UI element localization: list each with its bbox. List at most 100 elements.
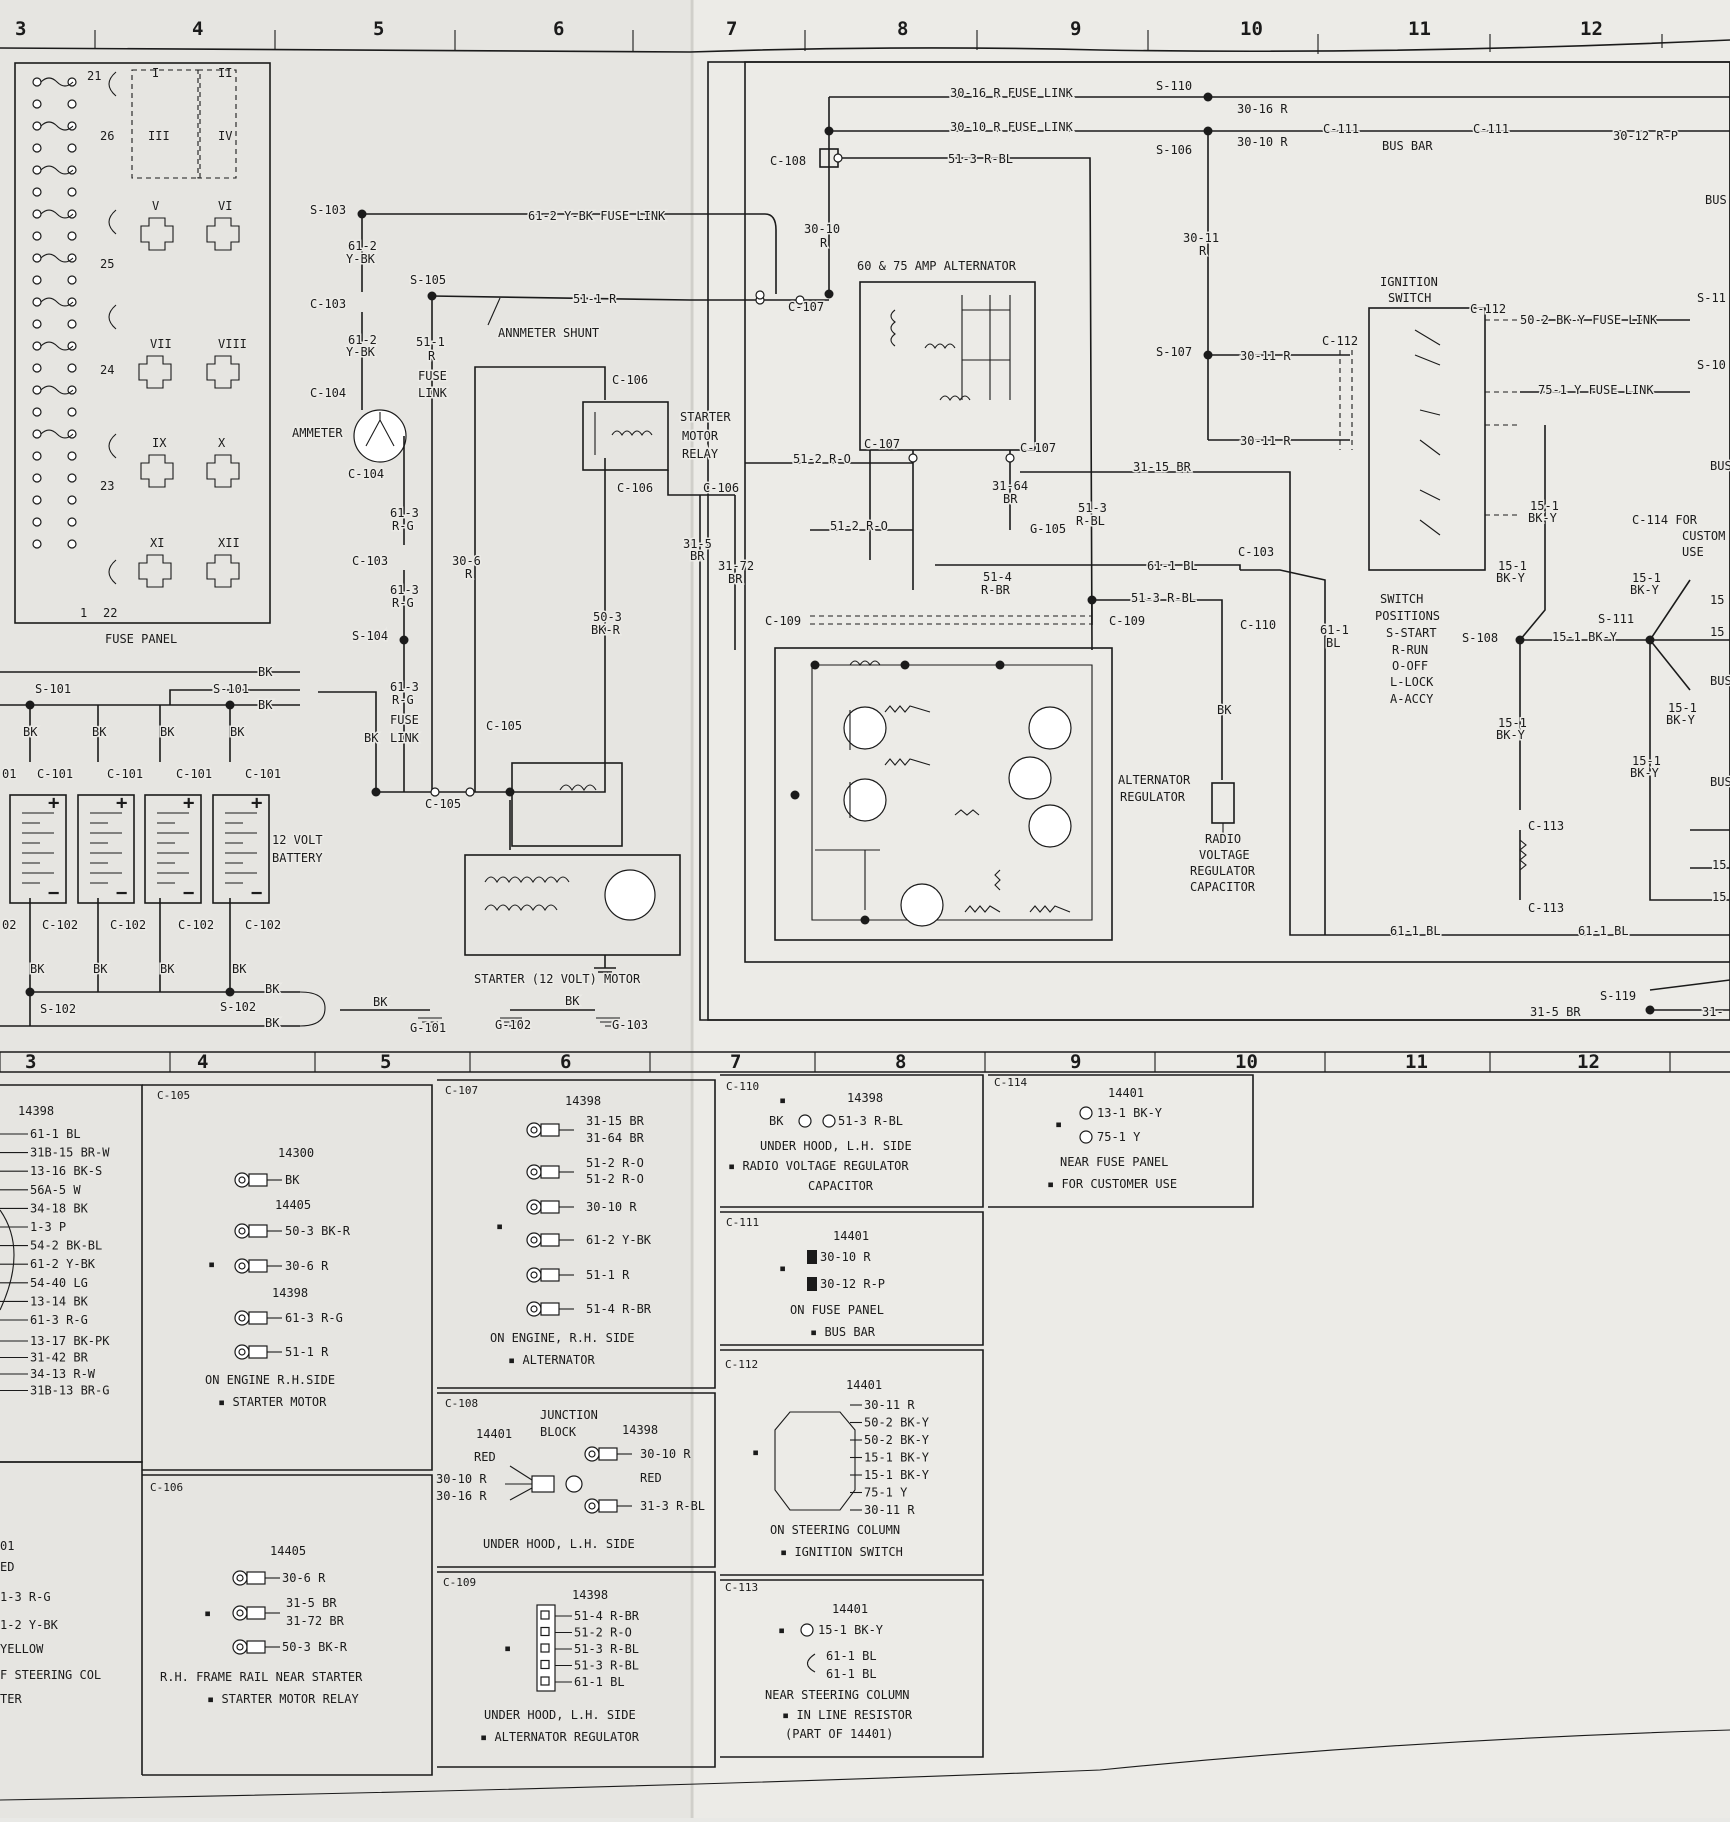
wire-label: S-101 [35,682,71,696]
wire-label: VOLTAGE [1199,848,1250,862]
location-text: ON STEERING COLUMN [770,1523,900,1537]
connector-id: C-105 [157,1089,190,1102]
wire-label: C-113 [1528,819,1564,833]
wire-label: BK [364,731,379,745]
location-text: R.H. FRAME RAIL NEAR STARTER [160,1670,363,1684]
wire-label: 61-1 BL [1390,924,1441,938]
wire-label: R-G [392,693,414,707]
wire-label: LINK [418,386,448,400]
pin-label: 61-3 R-G [285,1311,343,1325]
wire-label: BK-R [591,623,621,637]
wire-label: 02 [2,918,16,932]
fuse-number: 21 [87,69,101,83]
pin-label: 30-10 R [436,1472,487,1486]
pin-label: 13-1 BK-Y [1097,1106,1163,1120]
wire-label: 15-1 [1632,754,1661,768]
wire-label: RADIO [1205,832,1241,846]
part-number: 14401 [476,1427,512,1441]
location-text: NEAR STEERING COLUMN [765,1688,910,1702]
wire-label: 51-3 R-BL [948,152,1013,166]
pin-label: 30-6 R [285,1259,329,1273]
marker: ▪ [208,1257,215,1271]
wire-label: A-ACCY [1390,692,1434,706]
wire-label: SWITCH [1380,592,1423,606]
column-number: 11 [1405,1051,1428,1073]
panel-text: YELLOW [0,1642,44,1656]
wire-label: BK-Y [1496,728,1526,742]
wire-label: BK [1217,703,1232,717]
column-number: 7 [726,18,737,40]
wire-label: S-111 [1598,612,1634,626]
note-text: ▪ IGNITION SWITCH [780,1545,903,1559]
pin-label: 34-13 R-W [30,1367,96,1381]
column-number: 12 [1577,1051,1600,1073]
svg-text:+: + [48,792,59,814]
wire-label: R-RUN [1392,643,1428,657]
wire-label: BUS [1710,674,1730,688]
column-number: 4 [192,18,203,40]
wire-label: S-106 [1156,143,1192,157]
connector-id: C-106 [150,1481,183,1494]
wire-label: 31-15 BR [1133,460,1192,474]
pin-label: 31-5 BR [286,1596,337,1610]
wire-label: CAPACITOR [1190,880,1256,894]
wire-label: L-LOCK [1390,675,1434,689]
wire-label: 61-1 BL [1147,559,1198,573]
wire-label: 61-2 [348,333,377,347]
wire-label: 51-4 [983,570,1012,584]
wire-label: BK [23,725,38,739]
wire-label: BL [1326,636,1340,650]
wire-label: 50-2 BK-Y FUSE LINK [1520,313,1658,327]
wire-label: 61-3 [390,583,419,597]
breaker-number: I [152,66,159,80]
wire-label: 30-11 [1183,231,1219,245]
pin-label: 51-2 R-O [586,1156,644,1170]
column-number: 10 [1240,18,1263,40]
part-number: 14401 [1108,1086,1144,1100]
wire-label: 30-10 R [1237,135,1288,149]
connector-id: C-114 [994,1076,1027,1089]
alternator [859,281,1036,451]
right-edge-wiring [1649,579,1730,1011]
location-text: ON ENGINE R.H.SIDE [205,1373,335,1387]
connector-id: C-108 [445,1397,478,1410]
part-number: 14398 [565,1094,601,1108]
wire-label: BK [258,698,273,712]
wire-label: G-102 [495,1018,531,1032]
fuse-panel-label: FUSE PANEL [105,632,177,646]
wire-label: C-105 [486,719,522,733]
wire-label: 51-2 R-O [793,452,851,466]
pin-label: 13-17 BK-PK [30,1334,110,1348]
wire-label: C-102 [110,918,146,932]
marker: ▪ [1055,1117,1062,1131]
wire-label: C-109 [1109,614,1145,628]
pin-label: 13-14 BK [30,1294,89,1308]
wire-label: C-106 [617,481,653,495]
wire-label: R [428,349,436,363]
note-text: ▪ STARTER MOTOR [218,1395,327,1409]
wire-label: Y-BK [346,252,376,266]
starter-motor-relay [582,401,669,471]
fuse-number: 23 [100,479,114,493]
pin-label: 50-2 BK-Y [864,1416,930,1430]
location-text: NEAR FUSE PANEL [1060,1155,1168,1169]
panel-title: JUNCTION [540,1408,598,1422]
wire-label: C-106 [612,373,648,387]
ignition-switch [1207,131,1690,900]
wire-label: BK-Y [1496,571,1526,585]
marker: ▪ [504,1641,511,1655]
marker: ▪ [204,1606,211,1620]
wire-label: S-104 [352,629,388,643]
wire-label: 51-2 R-O [830,519,888,533]
column-number: 6 [560,1051,571,1073]
pin-label: 31-15 BR [586,1114,645,1128]
marker: ▪ [752,1445,759,1459]
pin-label: 31B-15 BR-W [30,1146,110,1160]
pin-label: 61-1 BL [30,1127,81,1141]
wire-label: 61-1 [1320,623,1349,637]
